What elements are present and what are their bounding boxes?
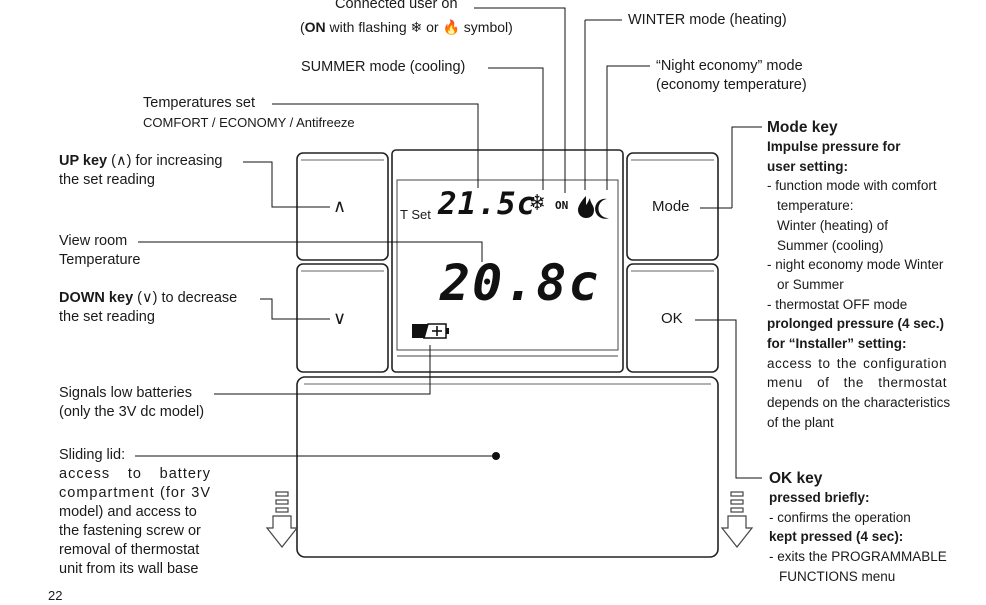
lid-text-line: access to battery bbox=[59, 466, 211, 482]
mode-key-text-line: menu of the thermostat bbox=[767, 375, 947, 391]
ok-key-label: OK bbox=[661, 310, 683, 327]
set-temperature: 21.5c bbox=[438, 186, 537, 222]
on-indicator: ON bbox=[555, 199, 569, 212]
leader-lines bbox=[138, 7, 762, 479]
mode-key-text-line: of the plant bbox=[767, 414, 834, 430]
lid-text-line: compartment (for 3V bbox=[59, 485, 211, 501]
ok-key[interactable] bbox=[626, 263, 719, 373]
lid-text-line: model) and access to bbox=[59, 504, 197, 520]
night-mode-callout: “Night economy” mode (economy temperatur… bbox=[656, 58, 807, 93]
low-battery-callout: Signals low batteries (only the 3V dc mo… bbox=[59, 385, 205, 420]
mode-key-text-line: temperature: bbox=[777, 198, 854, 214]
mode-key-text-line: - thermostat OFF mode bbox=[767, 296, 908, 312]
mode-key-text-line: or Summer bbox=[777, 276, 844, 292]
ok-key-text-line: FUNCTIONS menu bbox=[779, 568, 896, 584]
ok-key-text-line: kept pressed (4 sec): bbox=[769, 529, 904, 545]
sliding-lid[interactable] bbox=[296, 376, 719, 558]
mode-key[interactable] bbox=[626, 152, 719, 261]
summer-mode-callout: SUMMER mode (cooling) bbox=[301, 59, 466, 75]
slide-arrow-left-icon bbox=[265, 491, 299, 548]
connected-user-callout: Connected user on bbox=[335, 0, 458, 12]
snowflake-icon: ❄ bbox=[530, 188, 545, 216]
down-key-callout: DOWN key (∨) to decrease the set reading bbox=[59, 290, 238, 325]
connected-user-note: (ON with flashing ❄ or 🔥 symbol) bbox=[300, 19, 513, 35]
page-number: 22 bbox=[48, 588, 63, 603]
ok-key-text-line: pressed briefly: bbox=[769, 490, 870, 505]
room-temperature: 20.8c bbox=[440, 254, 601, 312]
snowflake-small-icon: ❄ bbox=[410, 19, 423, 35]
slide-arrow-right-icon bbox=[720, 491, 754, 548]
winter-mode-callout: WINTER mode (heating) bbox=[628, 12, 787, 28]
ok-key-text-line: - exits the PROGRAMMABLE bbox=[769, 549, 947, 565]
down-key[interactable] bbox=[296, 263, 389, 373]
flame-icon bbox=[578, 196, 594, 218]
battery-icon bbox=[412, 323, 449, 339]
mode-key-text-line: Summer (cooling) bbox=[777, 237, 884, 253]
flame-small-icon: 🔥 bbox=[442, 19, 460, 35]
mode-key-label: Mode bbox=[652, 198, 690, 215]
mode-key-text-line: Winter (heating) of bbox=[777, 217, 889, 233]
mode-key-text-line: - function mode with comfort bbox=[767, 178, 937, 194]
moon-icon bbox=[595, 198, 609, 219]
ok-key-text-line: - confirms the operation bbox=[769, 509, 911, 525]
mode-key-text-line: depends on the characteristics bbox=[767, 395, 951, 411]
up-key-callout: UP key (∧) for increasing the set readin… bbox=[59, 153, 223, 188]
up-key-glyph: ∧ bbox=[333, 196, 347, 216]
down-key-glyph: ∨ bbox=[333, 308, 347, 328]
ok-key-callout: OK key pressed briefly:- confirms the op… bbox=[769, 469, 959, 587]
lid-text-line: removal of thermostat bbox=[59, 542, 200, 558]
lid-text-line: the fastening screw or bbox=[59, 523, 201, 539]
mode-key-text-line: Impulse pressure for bbox=[767, 139, 901, 154]
lid-text-line: unit from its wall base bbox=[59, 561, 199, 577]
mode-key-text-line: for “Installer” setting: bbox=[767, 336, 907, 352]
tset-label: T Set bbox=[400, 207, 431, 222]
mode-key-text-line: user setting: bbox=[767, 158, 849, 174]
view-room-callout: View room Temperature bbox=[59, 233, 141, 268]
mode-key-text-line: prolonged pressure (4 sec.) bbox=[767, 316, 945, 332]
temps-set-callout: Temperatures set COMFORT / ECONOMY / Ant… bbox=[143, 95, 355, 130]
mode-key-text-line: access to the configuration bbox=[767, 355, 947, 371]
mode-key-text-line: - night economy mode Winter bbox=[767, 257, 944, 273]
